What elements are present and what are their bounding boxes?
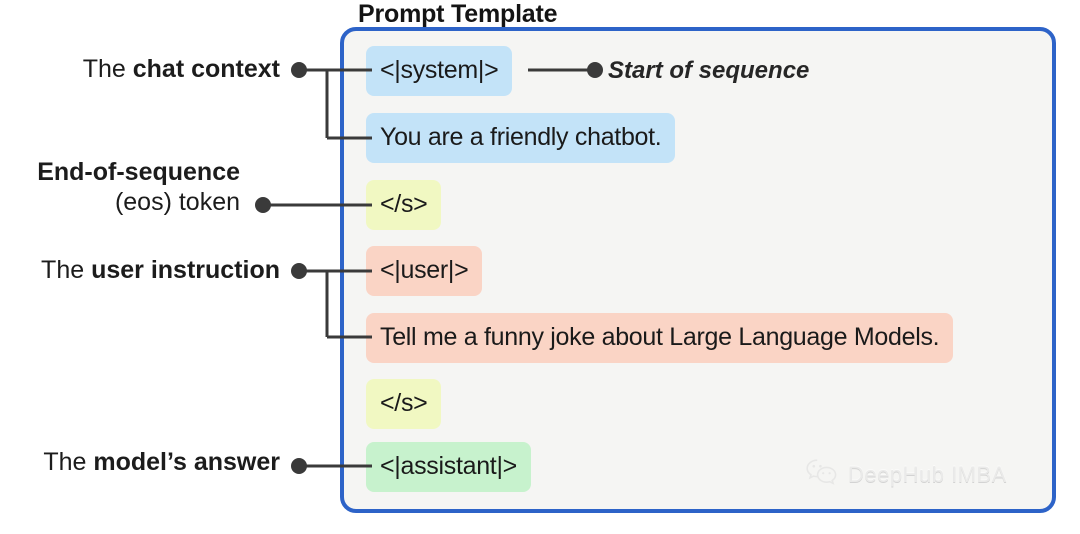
token-chip-user-tag: <|user|> bbox=[366, 246, 483, 296]
label-chat-context-strong: chat context bbox=[132, 55, 280, 83]
token-chip-eos-first: </s> bbox=[366, 180, 442, 230]
label-model-answer: The model’s answer bbox=[43, 448, 280, 478]
label-start-of-sequence: Start of sequence bbox=[608, 57, 810, 84]
label-chat-context: The chat context bbox=[83, 55, 280, 85]
token-chip-system-tag: <|system|> bbox=[366, 46, 513, 96]
token-chip-user-message: Tell me a funny joke about Large Languag… bbox=[366, 313, 954, 363]
connector-dot-chat-context bbox=[291, 62, 307, 78]
label-user-instruction-strong: user instruction bbox=[91, 256, 280, 284]
label-user-instruction-prefix: The bbox=[41, 256, 92, 284]
label-eos-line2: (eos) token bbox=[114, 187, 240, 216]
label-model-answer-strong: model’s answer bbox=[93, 448, 280, 476]
connector-dot-eos bbox=[255, 197, 271, 213]
watermark: DeepHub IMBA bbox=[805, 458, 1007, 491]
label-model-answer-prefix: The bbox=[43, 448, 94, 476]
connector-dot-model-answer bbox=[291, 458, 307, 474]
label-eos-token: End-of-sequence (eos) token bbox=[37, 158, 240, 217]
label-user-instruction: The user instruction bbox=[41, 256, 280, 286]
token-chip-assistant-tag: <|assistant|> bbox=[366, 442, 531, 492]
page-title: Prompt Template bbox=[358, 0, 558, 28]
token-chip-eos-second: </s> bbox=[366, 379, 442, 429]
connector-dot-user-instruction bbox=[291, 263, 307, 279]
label-chat-context-prefix: The bbox=[82, 55, 133, 83]
token-chip-system-message: You are a friendly chatbot. bbox=[366, 113, 676, 163]
watermark-text: DeepHub IMBA bbox=[848, 461, 1007, 487]
label-eos-line1: End-of-sequence bbox=[37, 158, 240, 186]
wechat-icon bbox=[805, 458, 839, 491]
